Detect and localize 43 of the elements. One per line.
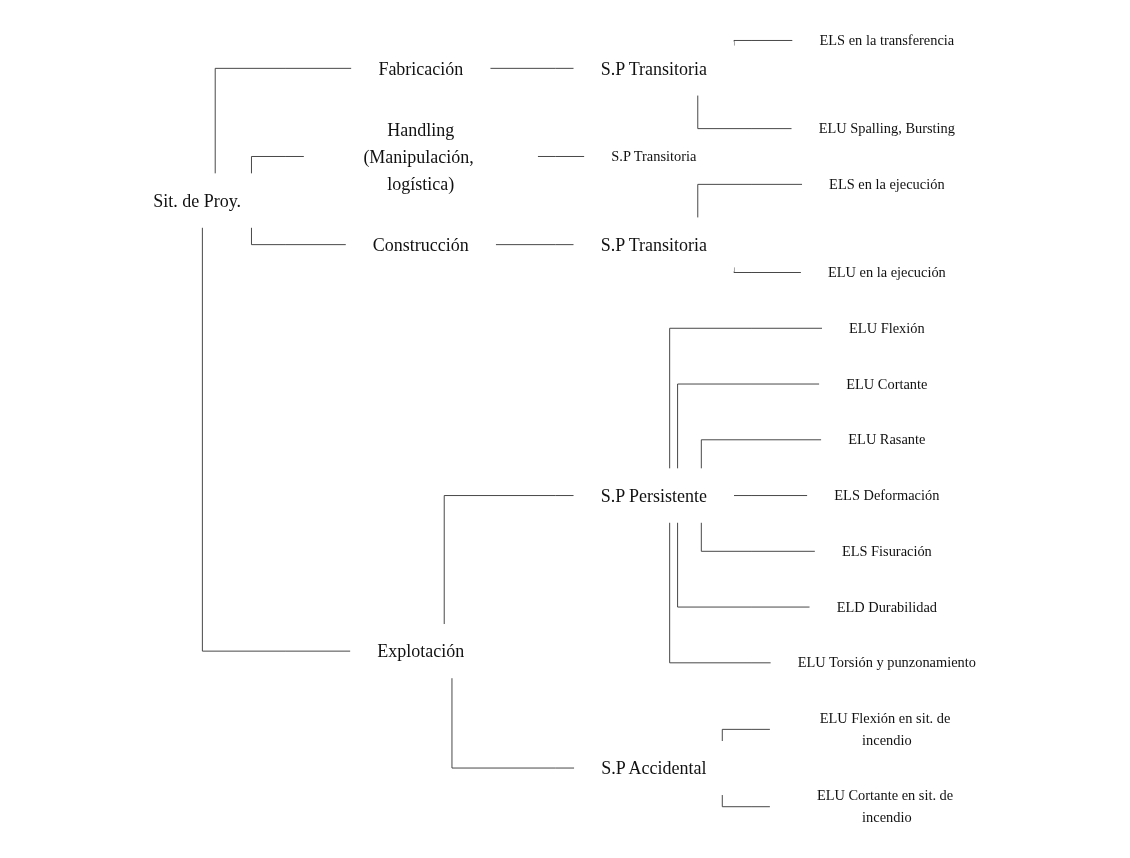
node-text: S.P Transitoria bbox=[611, 148, 697, 164]
node-text: Fabricación bbox=[378, 58, 464, 79]
connector bbox=[214, 67, 352, 175]
node-text: S.P Persistente bbox=[600, 485, 707, 506]
node-text: ELS en la ejecución bbox=[829, 176, 945, 192]
connector bbox=[537, 156, 585, 157]
connector bbox=[443, 495, 575, 625]
connector bbox=[700, 439, 822, 469]
connector bbox=[451, 677, 575, 769]
node-text: ELU Rasante bbox=[848, 431, 926, 447]
node-text: ELD Durabilidad bbox=[836, 598, 938, 615]
node-text: ELU Flexión en sit. de incendio bbox=[819, 710, 951, 748]
connector bbox=[201, 227, 351, 652]
node-text: ELU en la ejecución bbox=[827, 264, 946, 280]
connector bbox=[669, 522, 772, 664]
node-text: ELU Cortante bbox=[846, 375, 928, 392]
connector bbox=[721, 794, 771, 808]
connector bbox=[721, 728, 771, 742]
node-text: ELS en la transferencia bbox=[819, 32, 955, 48]
node-text: ELU Flexión bbox=[849, 320, 925, 336]
connector bbox=[251, 156, 305, 175]
node-text: Handling (Manipulación, logística) bbox=[363, 119, 474, 194]
connector bbox=[733, 495, 808, 496]
connector bbox=[495, 244, 575, 246]
node-text: ELS Fisuración bbox=[841, 543, 932, 559]
node-text: S.P Transitoria bbox=[600, 234, 707, 255]
node-text: ELU Torsión y punzonamiento bbox=[797, 654, 976, 671]
node-text: Construcción bbox=[372, 234, 469, 255]
connector bbox=[697, 183, 803, 219]
connector bbox=[251, 227, 347, 246]
node-text: S.P Accidental bbox=[601, 758, 707, 778]
connector bbox=[489, 67, 575, 69]
connector bbox=[677, 383, 820, 469]
node-text: Sit. de Proy. bbox=[153, 190, 241, 211]
node-text: ELS Deformación bbox=[834, 487, 940, 503]
node-text: ELU Spalling, Bursting bbox=[818, 120, 956, 136]
connector bbox=[700, 522, 816, 552]
node-text: S.P Transitoria bbox=[600, 58, 707, 79]
connector bbox=[677, 522, 811, 608]
connector bbox=[669, 327, 823, 469]
connector bbox=[697, 94, 793, 130]
node-text: ELU Cortante en sit. de incendio bbox=[816, 787, 954, 825]
node-text: Explotación bbox=[377, 641, 465, 662]
